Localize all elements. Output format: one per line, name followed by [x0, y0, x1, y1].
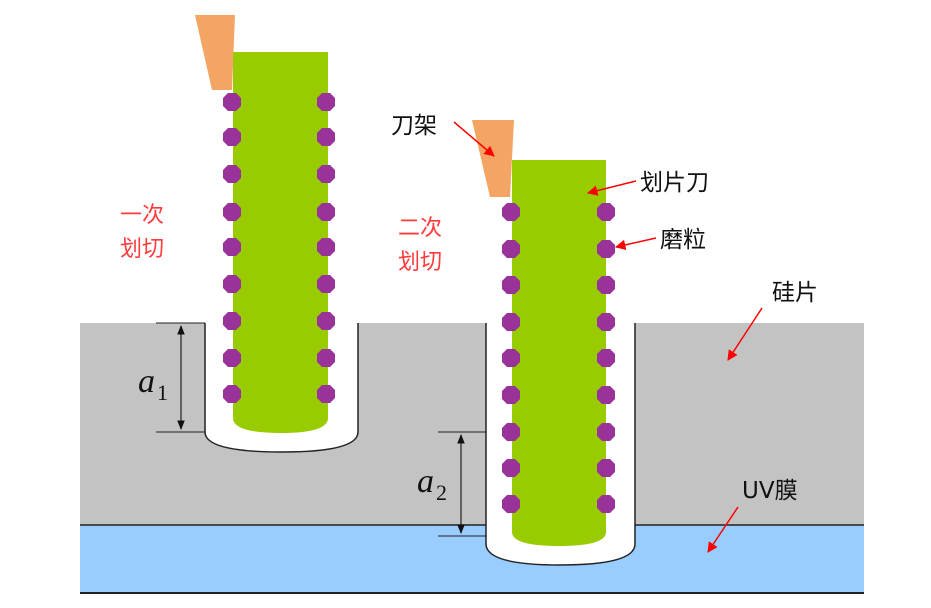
- grit-particle: [597, 203, 615, 221]
- first-blade-holder: [195, 15, 235, 90]
- grit-particle: [502, 349, 520, 367]
- grit-label: 磨粒: [660, 227, 706, 253]
- grit-particle: [317, 238, 335, 256]
- grit-particle: [223, 385, 241, 403]
- a2-symbol: a: [417, 463, 434, 500]
- grit-particle: [317, 93, 335, 111]
- grit-particle: [317, 128, 335, 146]
- grit-particle: [223, 349, 241, 367]
- a1-symbol: a: [138, 363, 155, 400]
- second-cut-label-line2: 划切: [398, 250, 442, 275]
- grit-particle: [502, 495, 520, 513]
- grit-particle: [597, 240, 615, 258]
- blade-label: 划片刀: [640, 170, 709, 196]
- grit-particle: [502, 203, 520, 221]
- grit-particle: [502, 240, 520, 258]
- second-blade-holder: [472, 120, 514, 197]
- grit-particle: [317, 165, 335, 183]
- grit-particle: [597, 423, 615, 441]
- grit-particle: [317, 203, 335, 221]
- grit-particle: [597, 313, 615, 331]
- grit-particle: [597, 495, 615, 513]
- holder-arrow: [453, 121, 495, 157]
- grit-particle: [223, 128, 241, 146]
- grit-particle: [502, 423, 520, 441]
- depth-a2-dimension: a 2: [417, 431, 486, 537]
- grit-particle: [317, 385, 335, 403]
- first-blade-grit: [223, 93, 335, 403]
- grit-particle: [597, 349, 615, 367]
- grit-particle: [223, 238, 241, 256]
- first-cut-label-line1: 一次: [120, 203, 164, 228]
- second-cut-label-line1: 二次: [398, 216, 442, 241]
- holder-label: 刀架: [391, 113, 437, 139]
- depth-a1-dimension: a 1: [138, 322, 205, 433]
- grit-particle: [597, 386, 615, 404]
- grit-particle: [502, 386, 520, 404]
- grit-particle: [597, 276, 615, 294]
- grit-particle: [317, 275, 335, 293]
- uv-film-label: UV膜: [742, 478, 798, 504]
- wafer-label: 硅片: [772, 280, 818, 306]
- second-dicing-blade: [512, 160, 606, 546]
- grit-particle: [317, 349, 335, 367]
- grit-arrow: [614, 237, 657, 251]
- grit-particle: [502, 313, 520, 331]
- grit-particle: [223, 312, 241, 330]
- grit-particle: [502, 459, 520, 477]
- second-blade-grit: [502, 203, 615, 513]
- wafer-arrow: [727, 307, 763, 361]
- uv-film-layer: [80, 525, 864, 593]
- silicon-wafer: [80, 323, 864, 565]
- blade-arrow: [586, 180, 637, 196]
- a2-subscript: 2: [436, 480, 447, 505]
- grit-particle: [502, 276, 520, 294]
- grit-particle: [223, 275, 241, 293]
- uv-film-arrow: [707, 506, 739, 553]
- grit-particle: [223, 165, 241, 183]
- first-cut-label-line2: 划切: [120, 237, 164, 262]
- grit-particle: [317, 312, 335, 330]
- grit-particle: [223, 203, 241, 221]
- first-dicing-blade: [233, 52, 328, 433]
- grit-particle: [223, 93, 241, 111]
- a1-subscript: 1: [157, 380, 168, 405]
- grit-particle: [597, 459, 615, 477]
